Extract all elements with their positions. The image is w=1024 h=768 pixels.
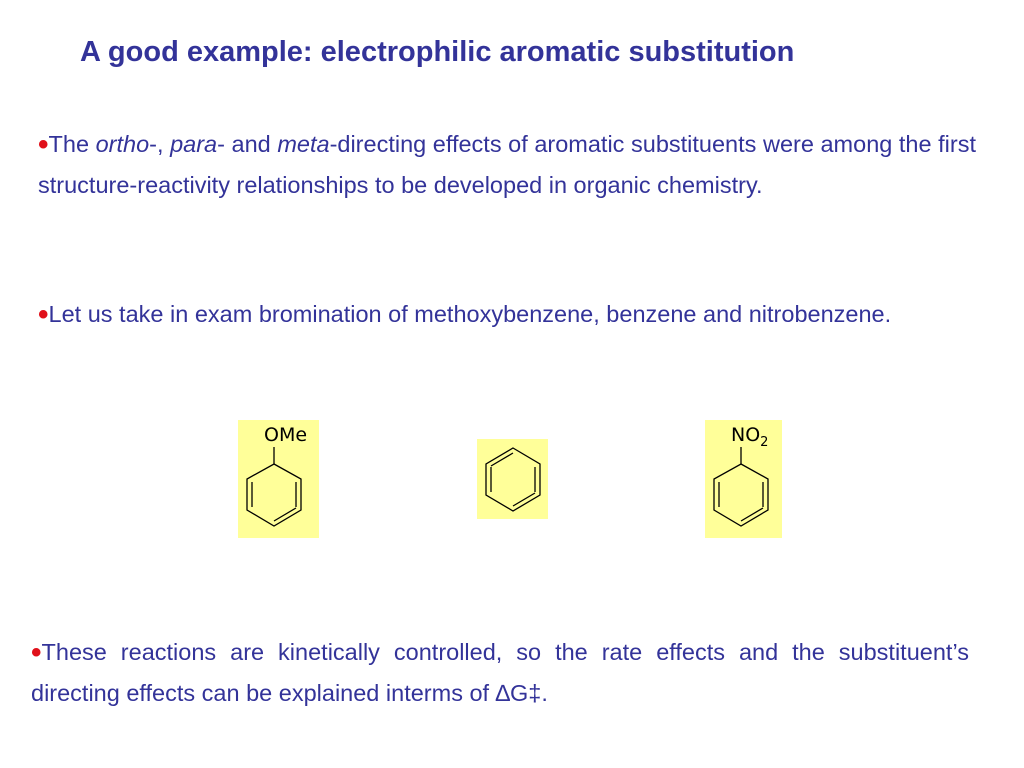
text-run: Let us take in exam bromination of metho… [48, 301, 892, 327]
bullet-icon: • [38, 128, 49, 161]
italic-ortho: ortho [95, 131, 150, 157]
nitrobenzene-structure: NO2 [705, 420, 782, 538]
benzene-ring-icon [713, 447, 769, 527]
nitro-subscript: 2 [760, 434, 769, 450]
paragraph-bromination: •Let us take in exam bromination of meth… [38, 294, 976, 335]
text-run: These reactions are kinetically controll… [31, 639, 969, 706]
text-run: -directing effects of aromatic substitue… [38, 131, 976, 198]
bullet-icon: • [31, 636, 42, 669]
paragraph-directing-effects: •The ortho-, para- and meta-directing ef… [38, 124, 976, 206]
nitro-label: NO2 [731, 424, 768, 450]
paragraph-kinetic-control: •These reactions are kinetically control… [31, 632, 969, 714]
nitro-label-text: NO [731, 424, 761, 446]
benzene-structure [477, 439, 548, 519]
methoxybenzene-structure: OMe [238, 420, 319, 538]
slide-title: A good example: electrophilic aromatic s… [80, 36, 795, 68]
bullet-icon: • [38, 298, 49, 331]
text-run: The [48, 131, 96, 157]
italic-meta: meta [277, 131, 330, 157]
benzene-ring-icon [485, 447, 541, 512]
text-run: -, [149, 131, 171, 157]
benzene-ring-icon [246, 447, 302, 527]
italic-para: para [170, 131, 218, 157]
methoxy-label: OMe [264, 424, 308, 446]
text-run: - and [217, 131, 278, 157]
